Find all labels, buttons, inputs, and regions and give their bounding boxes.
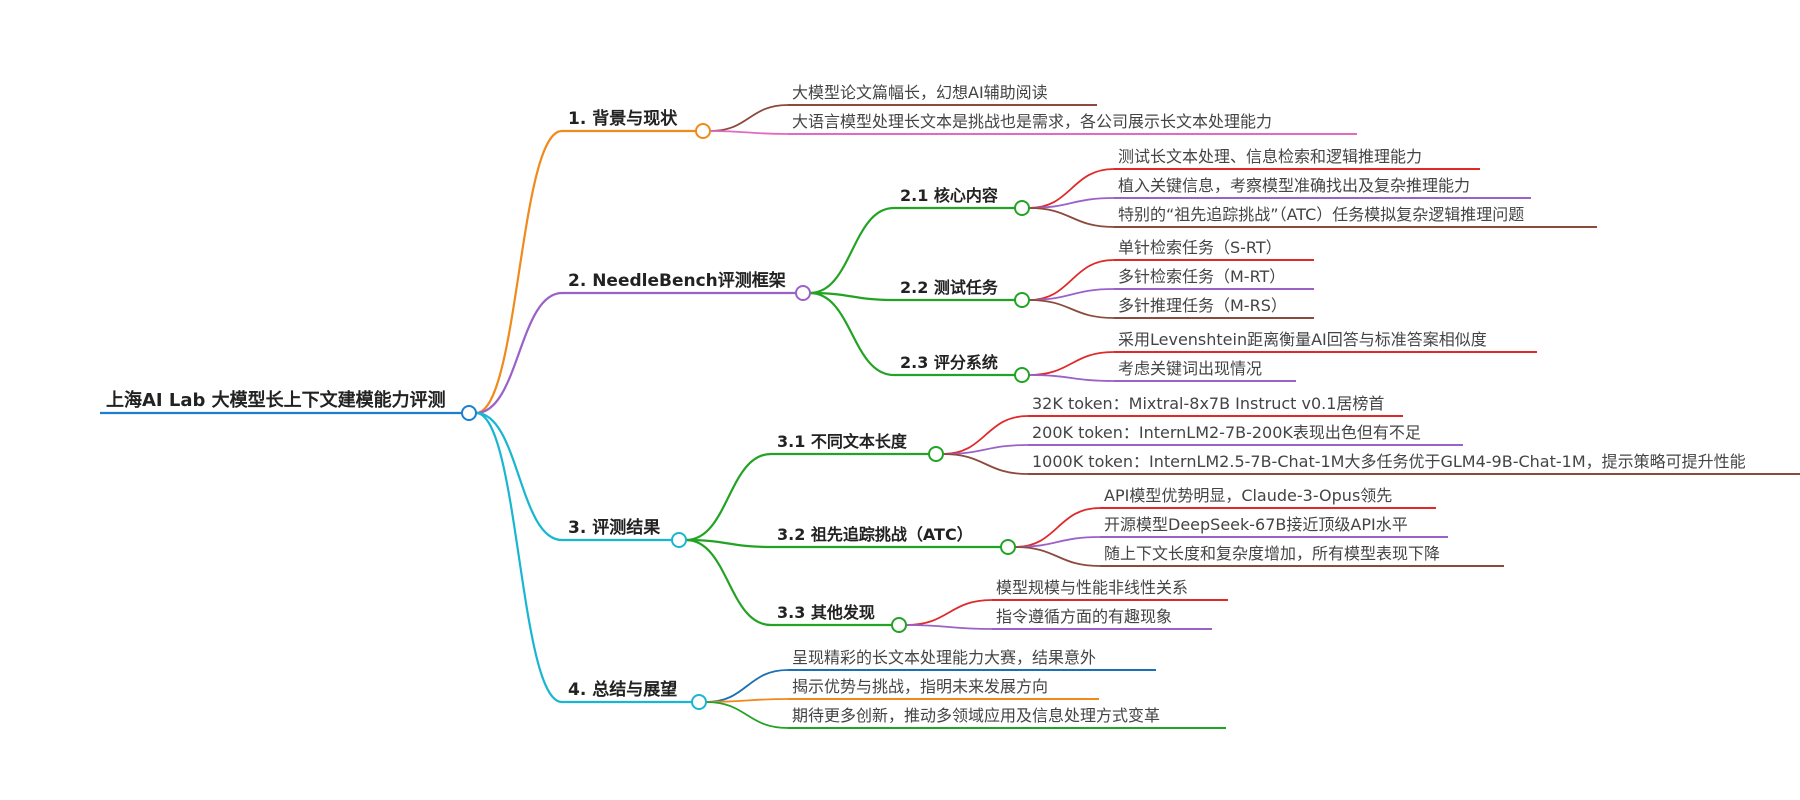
collapse-toggle[interactable] <box>695 123 711 139</box>
connector-line <box>905 599 993 626</box>
connector-line <box>475 411 563 542</box>
branch-node-label: 2.2 测试任务 <box>900 278 999 297</box>
connector-line <box>685 452 772 542</box>
connector-line <box>1028 374 1115 382</box>
connector-line <box>475 129 563 415</box>
connector-line <box>1014 546 1101 567</box>
connector-line <box>1014 507 1101 548</box>
connector-line <box>905 624 993 630</box>
collapse-toggle[interactable] <box>1000 539 1016 555</box>
collapse-toggle[interactable] <box>1014 367 1030 383</box>
node-layer: 上海AI Lab 大模型长上下文建模能力评测 1. 背景与现状 大模型论文篇幅长，幻… <box>106 83 1746 725</box>
leaf-node-label: 多针推理任务（M-RS） <box>1118 296 1287 315</box>
branch-node-label: 3.3 其他发现 <box>777 603 875 622</box>
leaf-node-label: 考虑关键词出现情况 <box>1118 359 1262 378</box>
leaf-node-label: API模型优势明显，Claude-3-Opus领先 <box>1104 486 1392 505</box>
collapse-toggle[interactable] <box>795 285 811 301</box>
leaf-node-label: 测试长文本处理、信息检索和逻辑推理能力 <box>1118 147 1422 166</box>
connector-line <box>809 291 895 377</box>
branch-node-label: 1. 背景与现状 <box>568 108 678 129</box>
connector-line <box>942 453 1029 475</box>
leaf-node-label: 开源模型DeepSeek-67B接近顶级API水平 <box>1104 515 1408 534</box>
leaf-node-label: 多针检索任务（M-RT） <box>1118 267 1285 286</box>
branch-node-label: 2. NeedleBench评测框架 <box>568 270 786 291</box>
leaf-node-label: 随上下文长度和复杂度增加，所有模型表现下降 <box>1104 544 1440 563</box>
collapse-toggle[interactable] <box>891 617 907 633</box>
branch-node-label: 4. 总结与展望 <box>568 679 677 700</box>
leaf-node-label: 1000K token：InternLM2.5-7B-Chat-1M大多任务优于… <box>1032 452 1746 471</box>
connector-line <box>942 415 1029 455</box>
collapse-toggle[interactable] <box>1014 292 1030 308</box>
branch-node-label: 3.1 不同文本长度 <box>777 432 908 451</box>
connector-line <box>1028 168 1115 209</box>
connector-line <box>475 291 563 415</box>
leaf-node-label: 32K token：Mixtral-8x7B Instruct v0.1居榜首 <box>1032 394 1384 413</box>
collapse-toggle[interactable] <box>461 405 477 421</box>
branch-node-label: 2.1 核心内容 <box>900 186 998 205</box>
connector-line <box>1028 299 1115 319</box>
root-node-label: 上海AI Lab 大模型长上下文建模能力评测 <box>106 389 446 411</box>
connector-line <box>705 701 789 729</box>
connector-line <box>1028 207 1115 228</box>
branch-node-label: 3. 评测结果 <box>568 517 660 538</box>
branch-node-label: 2.3 评分系统 <box>900 353 998 372</box>
connector-line <box>809 206 895 295</box>
branch-node-label: 3.2 祖先追踪挑战（ATC） <box>777 525 973 544</box>
leaf-node-label: 指令遵循方面的有趣现象 <box>996 607 1172 626</box>
connector-line <box>685 538 772 627</box>
connector-line <box>809 291 895 302</box>
connector-line <box>705 669 789 703</box>
leaf-node-label: 呈现精彩的长文本处理能力大赛，结果意外 <box>792 648 1096 667</box>
connector-line <box>1028 351 1115 376</box>
collapse-toggle[interactable] <box>1014 200 1030 216</box>
connector-line <box>709 104 789 132</box>
leaf-node-label: 200K token：InternLM2-7B-200K表现出色但有不足 <box>1032 423 1421 442</box>
leaf-node-label: 特别的“祖先追踪挑战”（ATC）任务模拟复杂逻辑推理问题 <box>1118 205 1524 224</box>
connector-line <box>475 411 563 704</box>
collapse-toggle[interactable] <box>671 532 687 548</box>
leaf-node-label: 植入关键信息，考察模型准确找出及复杂推理能力 <box>1118 176 1470 195</box>
leaf-node-label: 期待更多创新，推动多领域应用及信息处理方式变革 <box>792 706 1160 725</box>
leaf-node-label: 采用Levenshtein距离衡量AI回答与标准答案相似度 <box>1118 330 1487 349</box>
connector-line <box>709 130 789 135</box>
connector-line <box>685 538 772 549</box>
collapse-toggle[interactable] <box>928 446 944 462</box>
leaf-node-label: 揭示优势与挑战，指明未来发展方向 <box>792 677 1048 696</box>
leaf-node-label: 大模型论文篇幅长，幻想AI辅助阅读 <box>792 83 1048 102</box>
leaf-node-label: 单针检索任务（S-RT） <box>1118 238 1282 257</box>
connector-layer <box>100 104 1800 729</box>
collapse-toggle[interactable] <box>691 694 707 710</box>
connector-line <box>1028 259 1115 301</box>
leaf-node-label: 模型规模与性能非线性关系 <box>996 578 1188 597</box>
leaf-node-label: 大语言模型处理长文本是挑战也是需求，各公司展示长文本处理能力 <box>792 112 1272 131</box>
